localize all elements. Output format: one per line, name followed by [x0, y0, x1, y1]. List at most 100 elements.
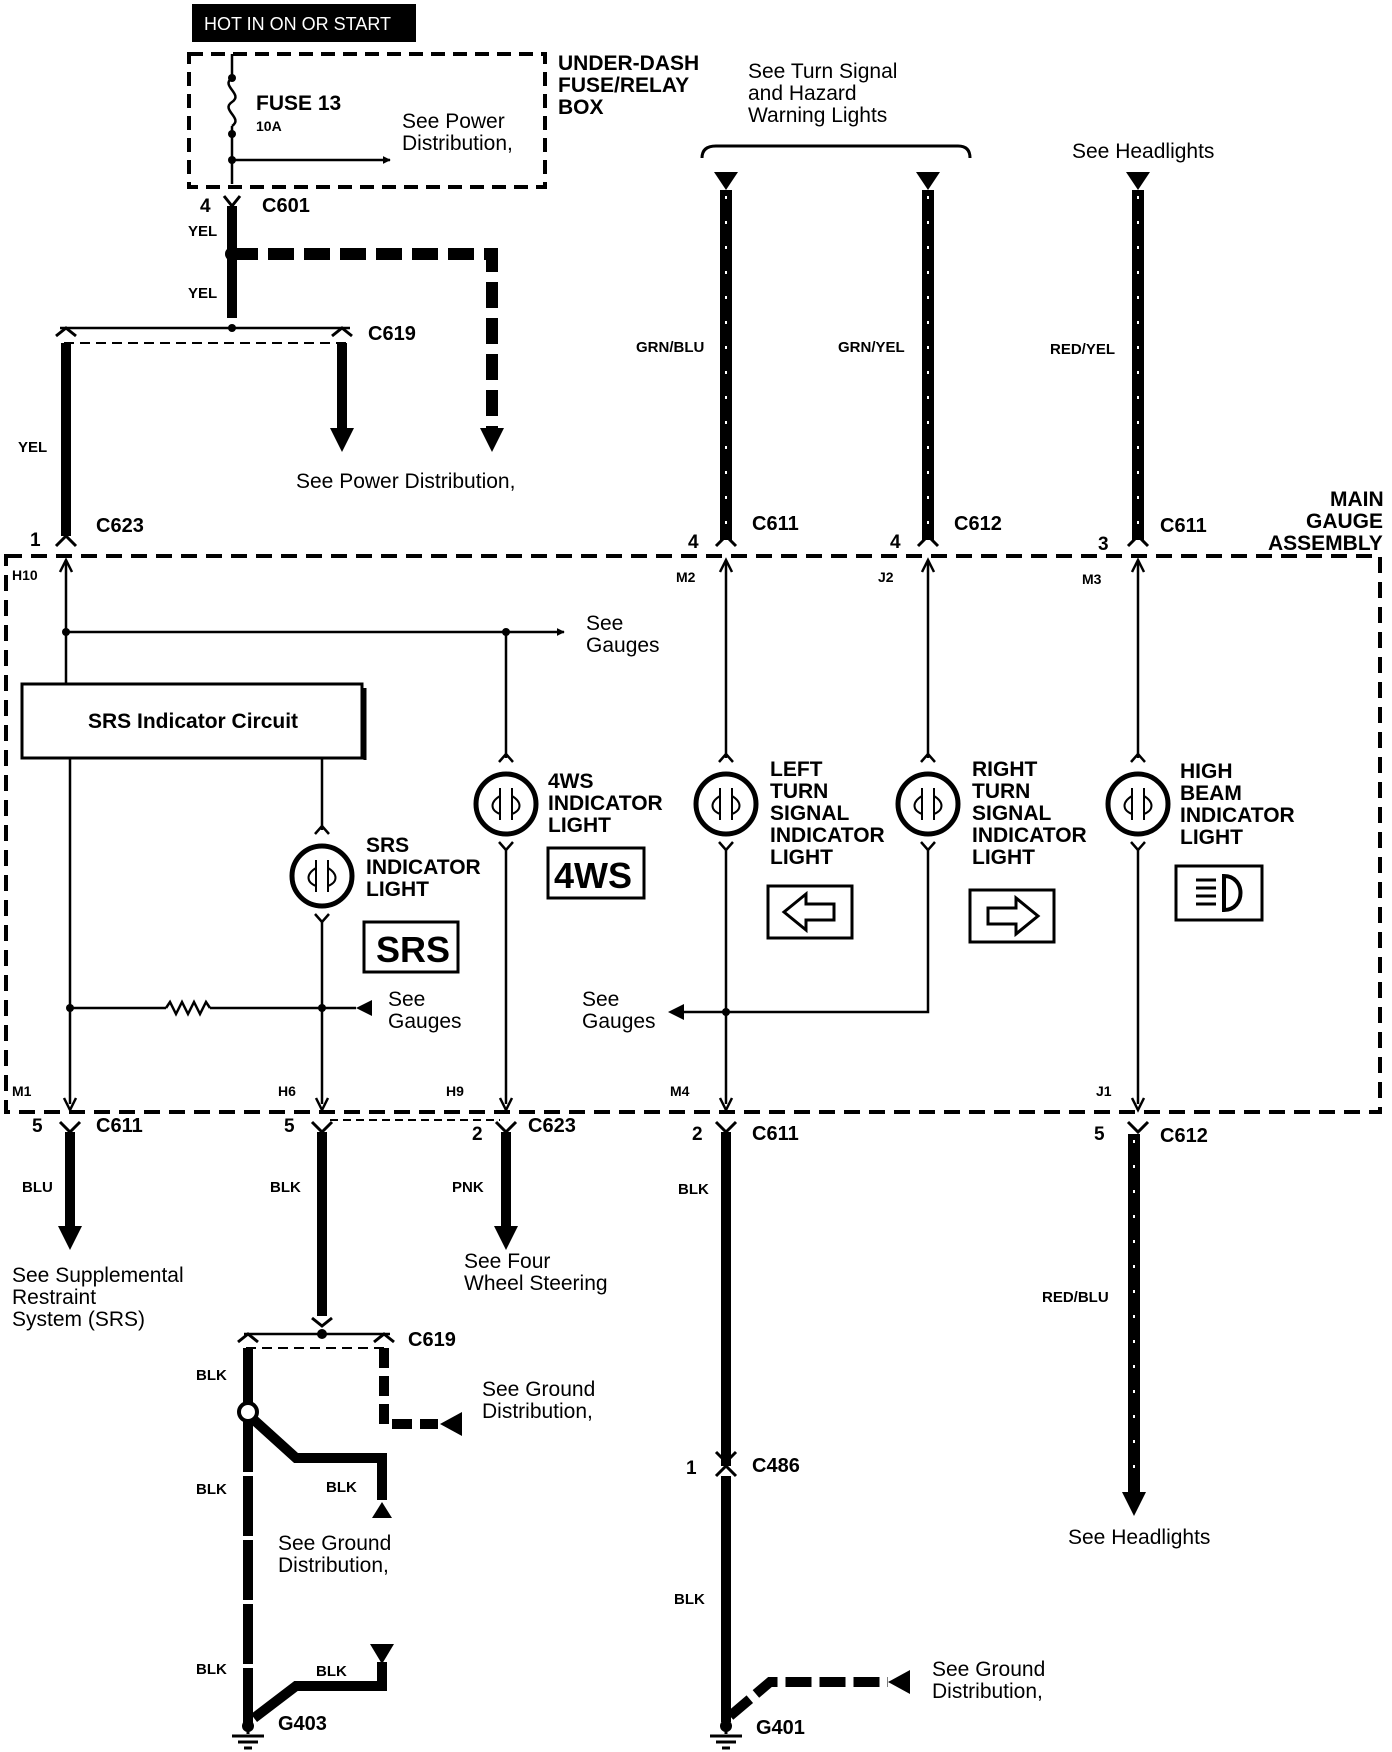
gauges-note-3-b: Gauges — [582, 1010, 656, 1033]
ground-note-2-b: Distribution, — [278, 1554, 389, 1577]
srs-light-1: SRS — [366, 834, 409, 857]
c623-top-name: C623 — [96, 515, 144, 537]
wire-red-blu-label: RED/BLU — [1042, 1289, 1109, 1306]
wire-blk-d — [250, 1416, 387, 1500]
c611-left-term — [714, 533, 738, 548]
high-beam-symbol-box — [1174, 864, 1264, 922]
ground-note-1-a: See Ground — [482, 1378, 595, 1401]
m4-terminal: M4 — [670, 1083, 690, 1099]
c612-top-terminal: J2 — [878, 569, 894, 585]
left-arrow-symbol-box — [766, 884, 854, 940]
bot-c623-pin: 2 — [472, 1124, 483, 1145]
resistor — [164, 999, 212, 1017]
power-arrow-right — [480, 428, 504, 452]
high-beam-2: BEAM — [1180, 782, 1242, 805]
ground-dist-tri-4 — [888, 1670, 910, 1694]
wire-blk-b-label: BLK — [196, 1481, 227, 1498]
turn-note-2: and Hazard — [748, 82, 857, 105]
right-turn-bulb — [895, 771, 961, 837]
ground-note-1-b: Distribution, — [482, 1400, 593, 1423]
right-turn-2: TURN — [972, 780, 1030, 803]
hb-bulb-top-term — [1130, 752, 1146, 763]
fuse-relay-box — [187, 52, 547, 189]
g401-name: G401 — [756, 1717, 805, 1739]
wire-blk-1-label: BLK — [270, 1179, 301, 1196]
fuse-note-2: Distribution, — [402, 132, 513, 155]
srs-bulb-bot-term — [314, 913, 330, 924]
headlights-bottom-note: See Headlights — [1068, 1526, 1210, 1549]
c619-bot-name: C619 — [408, 1329, 456, 1351]
hb-bulb-bot-term — [1130, 841, 1146, 852]
right-bulb-filament — [913, 788, 943, 820]
srs-symbol-box — [362, 920, 460, 974]
gauges-note-2-b: Gauges — [388, 1010, 462, 1033]
ground-note-3-b: Distribution, — [932, 1680, 1043, 1703]
wire-grn-yel-label: GRN/YEL — [838, 339, 905, 356]
main-gauge-assembly-box — [4, 554, 1382, 1114]
c619-bot-feed-term — [311, 1316, 333, 1328]
bot-c611-b-name: C611 — [752, 1123, 799, 1145]
gauges-note-3-a: See — [582, 988, 619, 1011]
bot-c611-b-term — [714, 1120, 738, 1135]
hb-bulb-filament — [1123, 788, 1153, 820]
high-beam-4: LIGHT — [1180, 826, 1243, 849]
right-turn-5: LIGHT — [972, 846, 1035, 869]
c486-term-bot — [714, 1463, 738, 1478]
fuse-box-title-1: UNDER-DASH — [558, 52, 699, 75]
wire-blk-f-label: BLK — [674, 1591, 705, 1608]
fourws-light-3: LIGHT — [548, 814, 611, 837]
fourws-bulb-top-term — [498, 752, 514, 763]
srs-light-2: INDICATOR — [366, 856, 481, 879]
left-turn-bulb — [693, 771, 759, 837]
wire-blk-e-label: BLK — [316, 1663, 347, 1680]
fourws-light-1: 4WS — [548, 770, 594, 793]
bot-c611-a-name: C611 — [96, 1115, 143, 1137]
c486-name: C486 — [752, 1455, 800, 1477]
high-beam-bulb — [1105, 771, 1171, 837]
high-beam-3: INDICATOR — [1180, 804, 1295, 827]
blu-arrow — [58, 1226, 82, 1250]
fourws-symbol-text: 4WS — [554, 855, 632, 896]
g403-name: G403 — [278, 1713, 327, 1735]
pnk-arrow — [494, 1226, 518, 1250]
srs-symbol-text: SRS — [376, 929, 450, 970]
c611-left-terminal: M2 — [676, 569, 696, 585]
h6-arrow — [314, 1097, 330, 1113]
c619-bot-right-term — [373, 1332, 395, 1344]
srs-bulb — [289, 843, 355, 909]
srs-bulb-top-term — [314, 824, 330, 835]
right-arrow-symbol-box — [968, 888, 1056, 944]
power-dist-note: See Power Distribution, — [296, 470, 515, 493]
wire-grn-blu-label: GRN/BLU — [636, 339, 704, 356]
left-bulb-top-term — [718, 752, 734, 763]
m3-arrow — [1130, 557, 1146, 573]
bot-c612-term — [1126, 1120, 1150, 1135]
gauges-2-tri — [356, 1000, 372, 1016]
bot-h6-pin: 5 — [284, 1116, 295, 1137]
four-wheel-note-2: Wheel Steering — [464, 1272, 608, 1295]
bot-c612-name: C612 — [1160, 1125, 1208, 1147]
ground-dist-tri-3 — [370, 1644, 394, 1664]
wire-blk-c-label: BLK — [196, 1661, 227, 1678]
grn-yel-in-arrow — [916, 172, 940, 190]
srs-system-note-2: Restraint — [12, 1286, 96, 1309]
right-turn-3: SIGNAL — [972, 802, 1052, 825]
right-arrow-icon — [986, 894, 1041, 938]
srs-system-note-3: System (SRS) — [12, 1308, 145, 1331]
c619-top-name: C619 — [368, 323, 416, 345]
red-blu-arrow — [1122, 1492, 1146, 1516]
ground-dist-tri-2 — [372, 1502, 392, 1518]
power-label-box — [192, 4, 416, 42]
c619-bot-dot — [317, 1329, 327, 1339]
wire-blk-a-label: BLK — [196, 1367, 227, 1384]
gauges-3-tri — [668, 1004, 684, 1020]
fuse-name: FUSE 13 — [256, 92, 341, 115]
wire-blu-label: BLU — [22, 1179, 53, 1196]
gauges-note-1-b: Gauges — [586, 634, 660, 657]
grn-blu-in-arrow — [714, 172, 738, 190]
c601-pin: 4 — [200, 196, 211, 217]
ground-dist-tri-1 — [440, 1412, 462, 1436]
turn-note-1: See Turn Signal — [748, 60, 897, 83]
c623-top-term — [54, 533, 78, 548]
